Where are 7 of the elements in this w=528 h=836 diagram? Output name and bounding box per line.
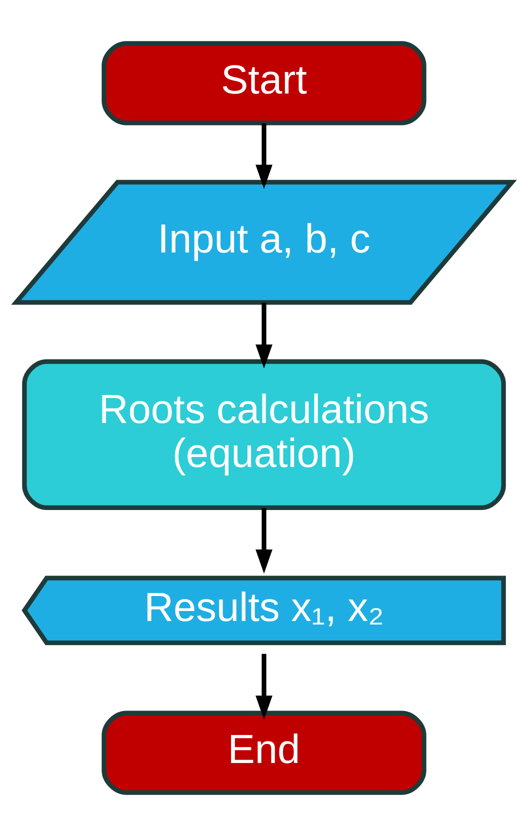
node-box: Start	[102, 41, 426, 126]
node-box: End	[102, 710, 426, 795]
arrow	[256, 654, 272, 720]
arrow	[256, 302, 272, 369]
node-box: Roots calculations (equation)	[22, 359, 506, 510]
arrow	[256, 123, 272, 189]
arrow	[256, 508, 272, 574]
